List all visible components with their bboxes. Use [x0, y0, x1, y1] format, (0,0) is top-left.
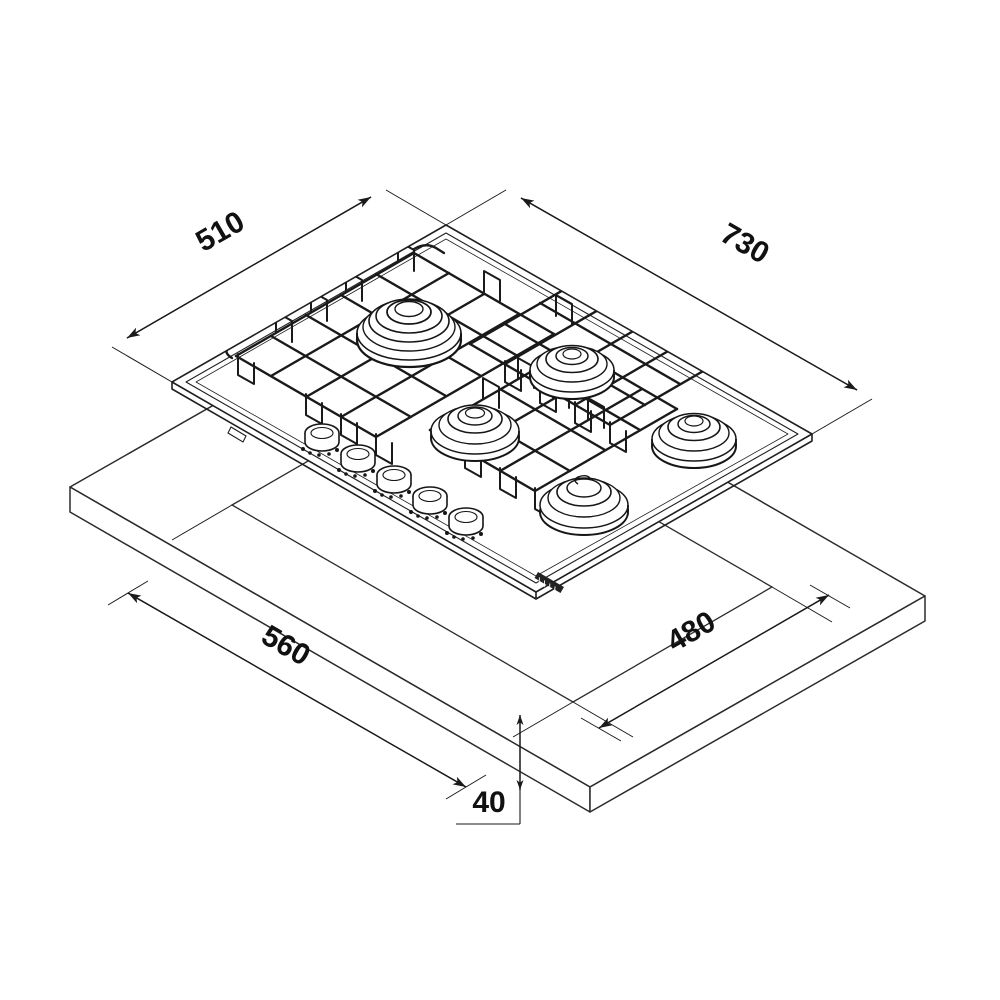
- dimension-560: [107, 504, 574, 800]
- dimension-label-730: 730: [715, 217, 775, 271]
- hob-edge-lip: [227, 426, 247, 443]
- dimension-label-510: 510: [190, 205, 250, 259]
- control-knobs-group[interactable]: [301, 423, 484, 541]
- hob-appliance: [171, 224, 813, 600]
- dimension-510: [111, 189, 447, 383]
- burners-group: [355, 298, 737, 536]
- dimension-40: [456, 715, 524, 825]
- burner-center-left: [430, 404, 520, 462]
- burner-front-center: [439, 475, 629, 536]
- dimension-label-40: 40: [472, 786, 505, 819]
- knob-4[interactable]: [409, 486, 448, 520]
- knob-1[interactable]: [301, 423, 340, 457]
- knob-3[interactable]: [373, 465, 412, 499]
- brand-badge: [534, 572, 564, 594]
- knob-2[interactable]: [337, 444, 376, 478]
- dimension-730: [445, 189, 873, 435]
- dimension-480: [572, 584, 851, 742]
- knob-5[interactable]: [445, 507, 484, 541]
- burner-rear-right: [529, 344, 615, 400]
- burner-front-right: [651, 412, 737, 469]
- burner-rear-left: [355, 298, 463, 369]
